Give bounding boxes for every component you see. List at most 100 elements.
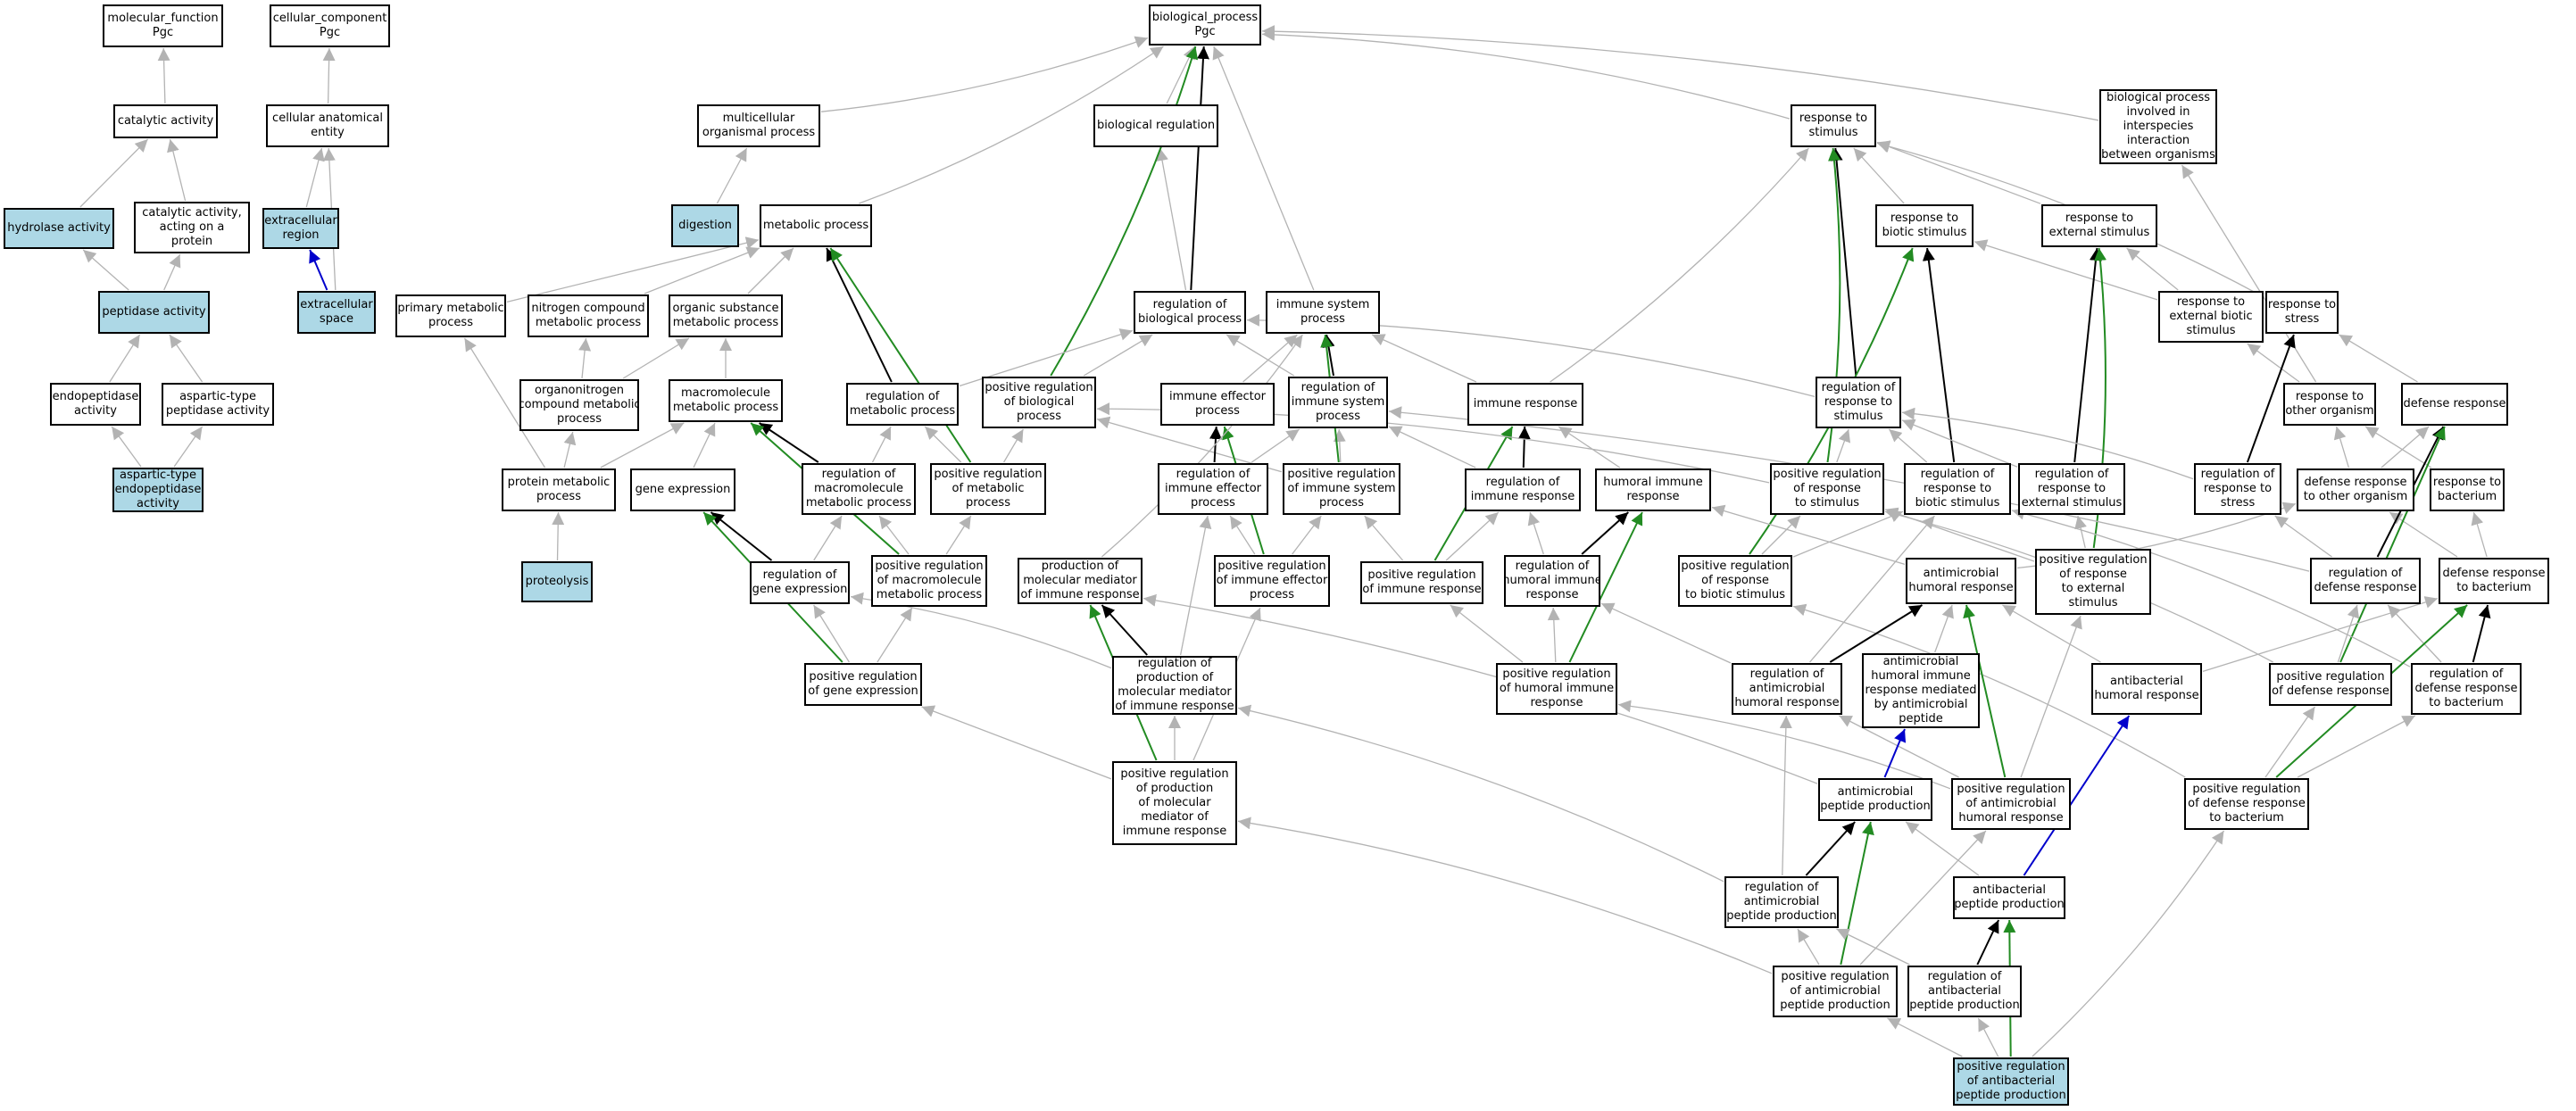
go-term-bioreg[interactable]: biological regulation <box>1093 104 1218 147</box>
edge-is-a <box>1450 604 1524 663</box>
edge-is-a <box>1445 511 1500 561</box>
edge-is-a <box>2020 615 2082 778</box>
go-term-metab[interactable]: metabolic process <box>760 204 872 247</box>
edge-is-a <box>2333 426 2350 468</box>
edge-regulates <box>1829 604 1924 663</box>
go-term-digestion[interactable]: digestion <box>671 204 739 247</box>
go-term-def-resp[interactable]: defense response <box>2401 383 2508 426</box>
edge-is-a <box>1901 419 2018 468</box>
edge-is-a <box>1371 334 1477 383</box>
go-term-gene-expr[interactable]: gene expression <box>630 468 735 511</box>
go-term-hydrolase[interactable]: hydrolase activity <box>4 208 114 249</box>
edge-positively-regulates <box>1568 511 1643 663</box>
go-term-imm-resp[interactable]: immune response <box>1467 383 1583 426</box>
go-term-proteolysis[interactable]: proteolysis <box>521 561 593 602</box>
edge-regulates <box>1976 919 2000 966</box>
edge-regulates <box>2073 247 2102 463</box>
go-term-peptidase[interactable]: peptidase activity <box>98 291 210 334</box>
go-term-catalytic[interactable]: catalytic activity <box>113 104 218 138</box>
edge-is-a <box>1779 715 1792 876</box>
